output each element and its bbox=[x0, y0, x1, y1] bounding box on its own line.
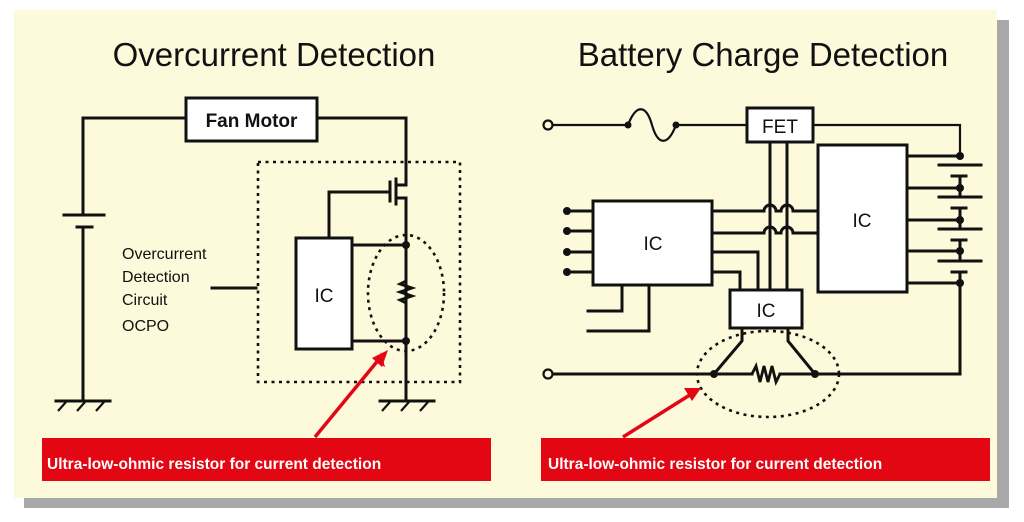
callout-right: Ultra-low-ohmic resistor for current det… bbox=[541, 388, 990, 481]
fet-box: FET bbox=[745, 106, 815, 144]
fuse-symbol bbox=[626, 108, 678, 142]
ic-left-input-pins bbox=[563, 207, 651, 333]
callout-text-left: Ultra-low-ohmic resistor for current det… bbox=[47, 456, 381, 473]
arrow-line-right bbox=[622, 391, 694, 439]
resistor-highlight-ellipse-right bbox=[695, 329, 841, 419]
fan-motor-label: Fan Motor bbox=[206, 111, 298, 132]
ic-interconnect bbox=[710, 203, 820, 292]
battery-cell-stack bbox=[813, 152, 983, 376]
ic-label: IC bbox=[315, 286, 334, 307]
ground-symbol-left bbox=[54, 399, 112, 412]
fet-symbol bbox=[327, 177, 408, 374]
callout-text-right: Ultra-low-ohmic resistor for current det… bbox=[548, 456, 882, 473]
callout-left: Ultra-low-ohmic resistor for current det… bbox=[42, 350, 491, 481]
bottom-rail bbox=[542, 326, 819, 387]
resistor-highlight-ellipse bbox=[366, 233, 446, 353]
svg-text:Circuit: Circuit bbox=[122, 292, 168, 309]
ic-box-left-battery: IC bbox=[591, 199, 714, 287]
terminal-top bbox=[542, 119, 554, 131]
battery-charge-title: Battery Charge Detection bbox=[578, 36, 949, 73]
ic-bottom-label: IC bbox=[757, 301, 776, 322]
ground-symbol-right bbox=[378, 370, 436, 412]
overcurrent-title: Overcurrent Detection bbox=[113, 36, 436, 73]
terminal-bottom bbox=[542, 368, 554, 380]
battery-charge-detection-diagram: Battery Charge Detection FET IC bbox=[541, 36, 990, 481]
top-rail bbox=[542, 108, 962, 156]
overcurrent-detection-diagram: Overcurrent Detection Fan Motor bbox=[42, 36, 491, 481]
ic-box-right-battery: IC bbox=[816, 143, 909, 294]
shunt-resistor-left bbox=[395, 278, 417, 306]
overcurrent-circuit-label: Overcurrent Detection Circuit OCPO bbox=[122, 246, 258, 335]
ic-left-label: IC bbox=[644, 234, 663, 255]
svg-text:Detection: Detection bbox=[122, 269, 190, 286]
svg-text:Overcurrent: Overcurrent bbox=[122, 246, 207, 263]
detection-circuit-boundary bbox=[256, 160, 462, 384]
ic-box-bottom-battery: IC bbox=[728, 288, 804, 330]
arrow-line-left bbox=[313, 356, 382, 439]
svg-text:OCPO: OCPO bbox=[122, 318, 169, 335]
battery-symbol bbox=[62, 116, 188, 402]
arrow-tip-left bbox=[372, 350, 388, 367]
fan-motor-box: Fan Motor bbox=[184, 96, 319, 143]
shunt-resistor-right bbox=[750, 361, 782, 387]
fet-label: FET bbox=[762, 117, 798, 138]
arrow-tip-right bbox=[684, 388, 701, 401]
ic-right-label: IC bbox=[853, 211, 872, 232]
ic-box-left: IC bbox=[294, 236, 354, 351]
